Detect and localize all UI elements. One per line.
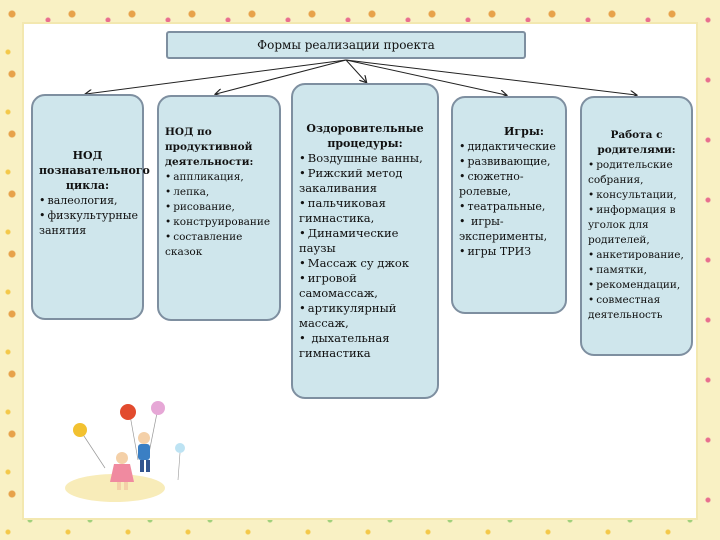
card-heading: Оздоровительные процедуры: — [306, 122, 424, 150]
card-item: памятки, — [588, 263, 685, 278]
card-item: консультации, — [588, 188, 685, 203]
card-item: артикулярный массаж, — [299, 301, 431, 331]
card-item: развивающие, — [459, 154, 559, 169]
card-item: сюжетно-ролевые, — [459, 169, 559, 199]
card-item: Воздушные ванны, — [299, 151, 431, 166]
card-item: Массаж су джок — [299, 256, 431, 271]
card-heading: Игры: — [504, 125, 544, 138]
card-item: аппликация, — [165, 170, 273, 185]
arrow-to-card-1 — [86, 59, 347, 94]
card-productive: НОД по продуктивной деятельности: апплик… — [157, 95, 281, 321]
card-item: Рижский метод закаливания — [299, 166, 431, 196]
card-item: игры ТРИЗ — [459, 244, 559, 259]
card-item: лепка, — [165, 185, 273, 200]
card-item: театральные, — [459, 199, 559, 214]
card-item: конструирование — [165, 215, 273, 230]
card-item: составление сказок — [165, 230, 273, 260]
arrow-to-card-4 — [345, 59, 506, 95]
card-item: рисование, — [165, 200, 273, 215]
diagram-title: Формы реализации проекта — [166, 31, 526, 59]
card-item: игровой самомассаж, — [299, 271, 431, 301]
children-balloons-illustration — [65, 401, 185, 502]
card-item: совместная деятельность — [588, 293, 685, 323]
card-item: дидактические — [459, 139, 559, 154]
card-item: анкетирование, — [588, 248, 685, 263]
card-item: игры-эксперименты, — [459, 214, 559, 244]
card-games: Игры: дидактические развивающие, сюжетно… — [451, 96, 567, 314]
card-heading: НОД познавательного цикла: — [39, 149, 150, 192]
card-item: физкультурные занятия — [39, 208, 138, 238]
card-item: рекомендации, — [588, 278, 685, 293]
card-parents: Работа с родителями: родительские собран… — [580, 96, 693, 356]
card-health: Оздоровительные процедуры: Воздушные ван… — [291, 83, 439, 399]
card-item: дыхательная гимнастика — [299, 331, 431, 361]
card-heading: Работа с родителями: — [597, 129, 676, 156]
card-item: Динамические паузы — [299, 226, 431, 256]
arrow-to-card-2 — [216, 59, 347, 94]
card-item: родительские собрания, — [588, 158, 685, 188]
card-cognitive: НОД познавательного цикла: валеология, ф… — [31, 94, 150, 320]
card-item: валеология, — [39, 193, 136, 208]
arrow-to-card-5 — [345, 59, 636, 95]
card-item: информация в уголок для родителей, — [588, 203, 685, 248]
card-heading: НОД по продуктивной деятельности: — [165, 126, 254, 168]
arrow-to-card-3 — [345, 59, 366, 82]
card-item: пальчиковая гимнастика, — [299, 196, 431, 226]
